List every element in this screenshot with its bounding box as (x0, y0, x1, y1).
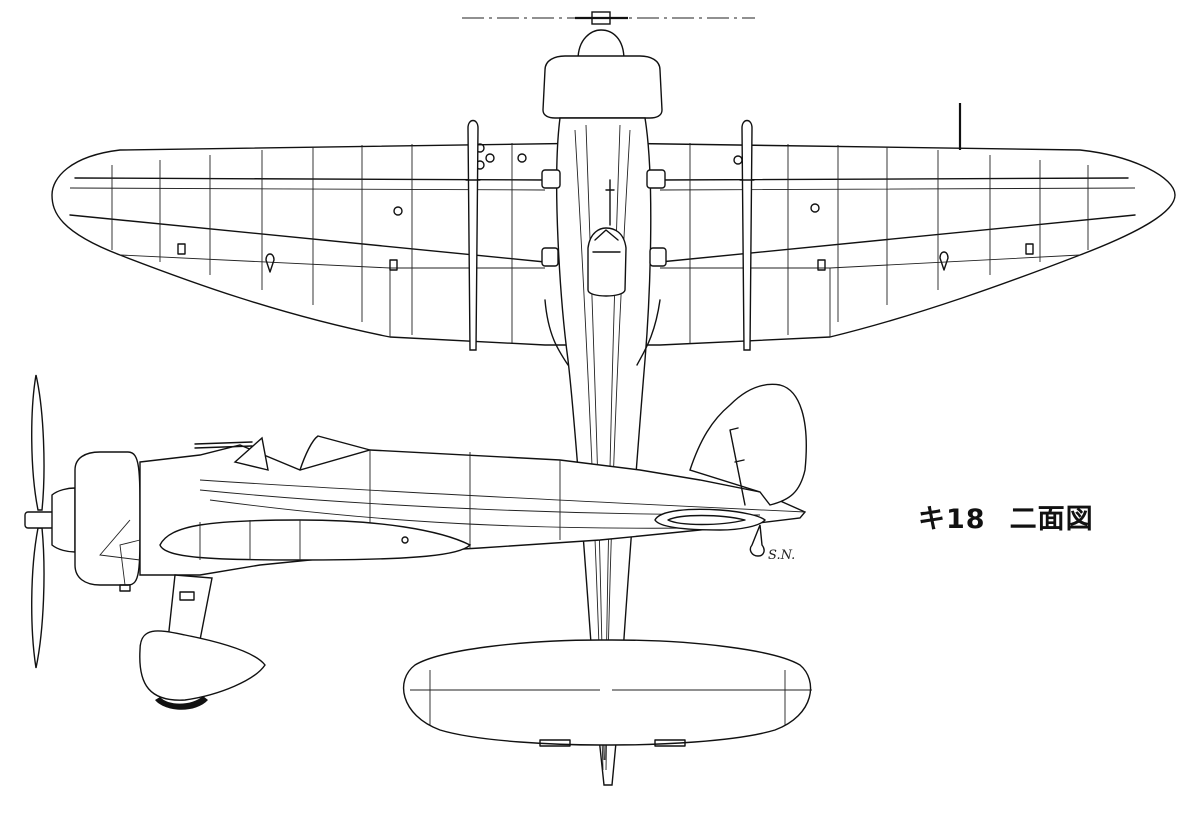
top-view (51, 11, 1176, 786)
side-propeller (24, 374, 56, 669)
side-spinner (51, 487, 76, 553)
wing-fittings (177, 143, 1034, 273)
view-title: 二面図 (1009, 504, 1094, 535)
top-spinner (577, 29, 625, 61)
side-wing (159, 519, 472, 561)
top-cockpit (587, 227, 627, 297)
vertical-fin (689, 383, 807, 506)
top-propeller (575, 11, 628, 25)
tail-wheel (749, 524, 765, 557)
top-gear-right (741, 119, 753, 351)
wheel-spat (139, 630, 266, 701)
side-cowling (74, 451, 141, 586)
side-canopy (233, 436, 269, 471)
side-view (24, 374, 807, 710)
top-fuselage (555, 117, 652, 786)
main-wheel-tyre (155, 696, 208, 710)
top-gear-left (467, 119, 479, 351)
aircraft-code: キ18 (918, 504, 986, 535)
top-cowling (542, 55, 663, 119)
horizontal-stabilizer (402, 639, 812, 746)
main-gear-strut (167, 574, 213, 641)
drawing-caption: キ18 二面図 (918, 497, 1094, 536)
side-tailplane (654, 508, 766, 531)
artist-signature: S.N. (768, 548, 796, 563)
